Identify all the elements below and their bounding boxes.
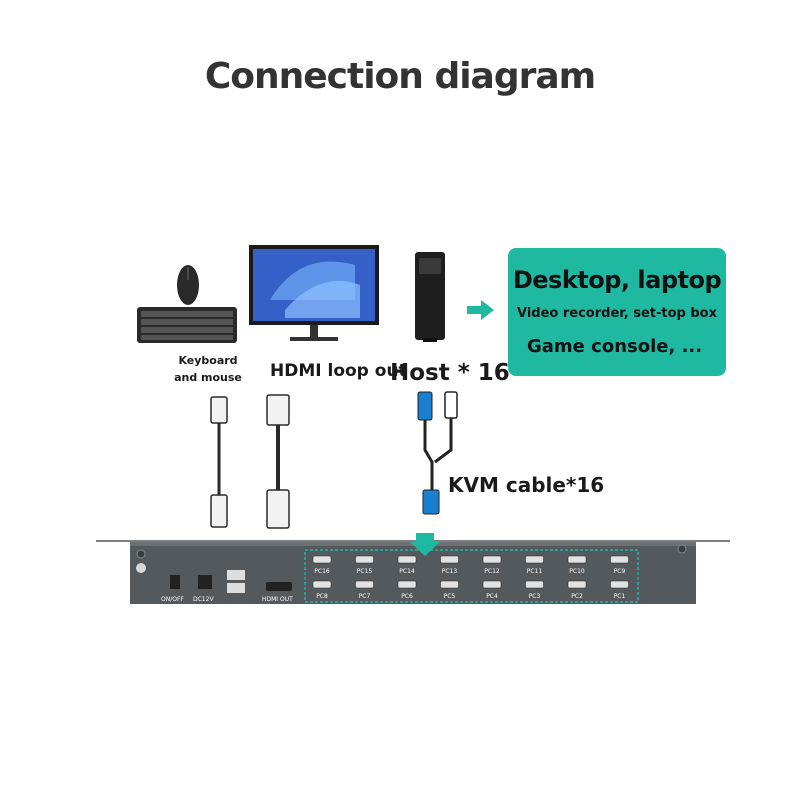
port-label-pc6: PC6 xyxy=(401,593,413,600)
sources-box xyxy=(508,248,726,376)
host-label: Host * 16 xyxy=(390,360,510,386)
hdmi-out-label: HDMI OUT xyxy=(262,596,293,603)
monitor-label: HDMI loop out xyxy=(270,361,407,381)
sources-box-title: Desktop, laptop xyxy=(512,266,722,294)
port-label-pc9: PC9 xyxy=(613,568,626,575)
arrow-right-icon xyxy=(467,300,494,320)
port-label-pc5: PC5 xyxy=(443,593,456,600)
port-label-pc14: PC14 xyxy=(399,568,415,575)
kvm-cable-icon xyxy=(417,391,458,515)
monitor-icon xyxy=(249,245,379,341)
port-label-pc16: PC16 xyxy=(314,568,330,575)
port-label-pc13: PC13 xyxy=(441,568,458,575)
hdmi-port-pc16 xyxy=(312,555,332,564)
port-label-pc15: PC15 xyxy=(356,568,373,575)
hdmi-port-pc8 xyxy=(312,580,332,589)
cable-label: KVM cable*16 xyxy=(448,473,605,497)
dc-input-label: DC12V xyxy=(193,596,214,603)
mouse-icon xyxy=(177,265,199,305)
hdmi-port-pc13 xyxy=(440,555,459,564)
port-label-pc8: PC8 xyxy=(316,593,328,600)
port-label-pc2: PC2 xyxy=(571,593,583,600)
sources-box-subtitle: Video recorder, set-top box xyxy=(517,306,717,321)
hdmi-port-pc9 xyxy=(610,555,629,564)
hdmi-port-pc4 xyxy=(482,580,502,589)
hdmi-port-pc14 xyxy=(397,555,417,564)
diagram-title: Connection diagram xyxy=(204,56,596,97)
hdmi-port-pc11 xyxy=(525,555,544,564)
hdmi-port-pc3 xyxy=(525,580,544,589)
hdmi-port-pc7 xyxy=(355,580,374,589)
port-label-pc12: PC12 xyxy=(484,568,500,575)
hdmi-port-pc6 xyxy=(397,580,417,589)
port-label-pc4: PC4 xyxy=(486,593,498,600)
hdmi-port-pc10 xyxy=(567,555,587,564)
hdmi-cable-icon xyxy=(266,394,290,529)
hdmi-port-pc15 xyxy=(355,555,374,564)
hdmi-port-pc2 xyxy=(567,580,587,589)
keyboard-icon xyxy=(137,307,237,343)
hdmi-port-pc5 xyxy=(440,580,459,589)
host-tower-icon xyxy=(415,252,445,342)
hdmi-port-pc1 xyxy=(610,580,629,589)
hdmi-port-pc12 xyxy=(482,555,502,564)
port-label-pc10: PC10 xyxy=(569,568,585,575)
sources-box-line3: Game console, ... xyxy=(527,336,703,357)
port-label-pc3: PC3 xyxy=(528,593,541,600)
usb-cable-icon xyxy=(210,396,228,528)
port-label-pc1: PC1 xyxy=(613,593,626,600)
port-label-pc11: PC11 xyxy=(526,568,543,575)
port-label-pc7: PC7 xyxy=(358,593,371,600)
port-shapes xyxy=(312,555,629,589)
power-switch-label: ON/OFF xyxy=(161,596,184,603)
peripherals-label: Keyboard and mouse xyxy=(174,354,242,384)
